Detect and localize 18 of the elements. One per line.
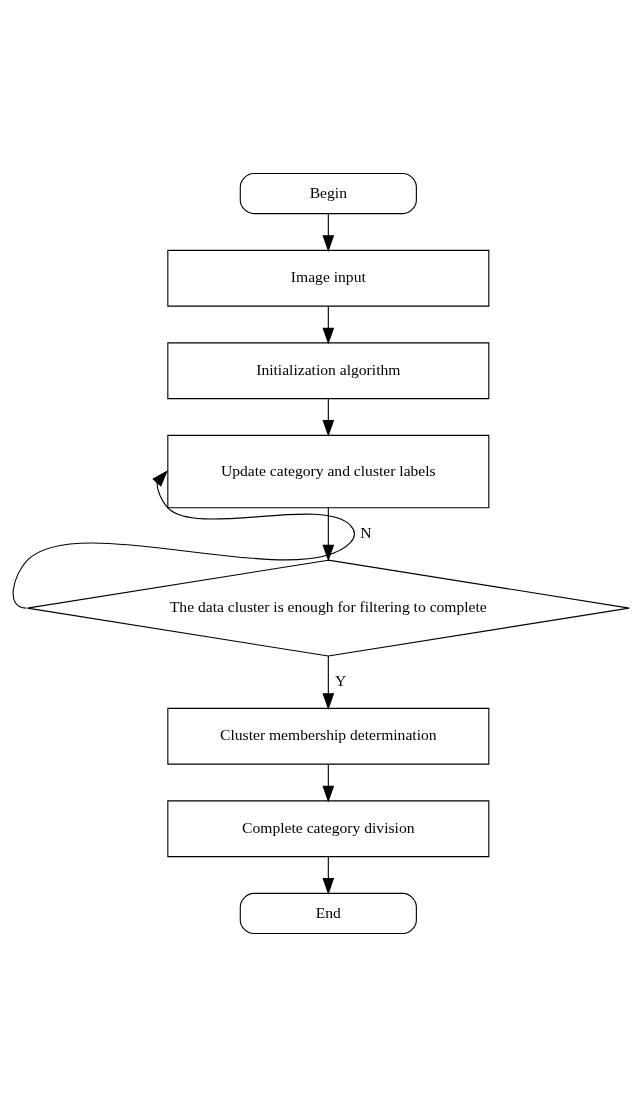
node-box: Cluster membership determination	[167, 707, 490, 765]
node-box: Complete category division	[167, 800, 490, 858]
node-box: Update category and cluster labels	[167, 434, 490, 509]
node-box: Initialization algorithm	[167, 342, 490, 400]
node-box: End	[239, 892, 417, 935]
node-diamond: The data cluster is enough for filtering to complete	[26, 559, 630, 657]
node-box: Begin	[239, 172, 417, 215]
edge-label: N	[360, 524, 372, 542]
arrow	[322, 213, 335, 252]
arrow	[322, 507, 335, 562]
arrow	[322, 763, 335, 803]
arrow	[322, 305, 335, 345]
node-box: Image input	[167, 249, 490, 307]
arrow	[322, 655, 335, 711]
arrow	[12, 470, 355, 609]
edge-label: Y	[334, 672, 346, 690]
arrow	[322, 856, 335, 895]
arrow	[322, 398, 335, 437]
